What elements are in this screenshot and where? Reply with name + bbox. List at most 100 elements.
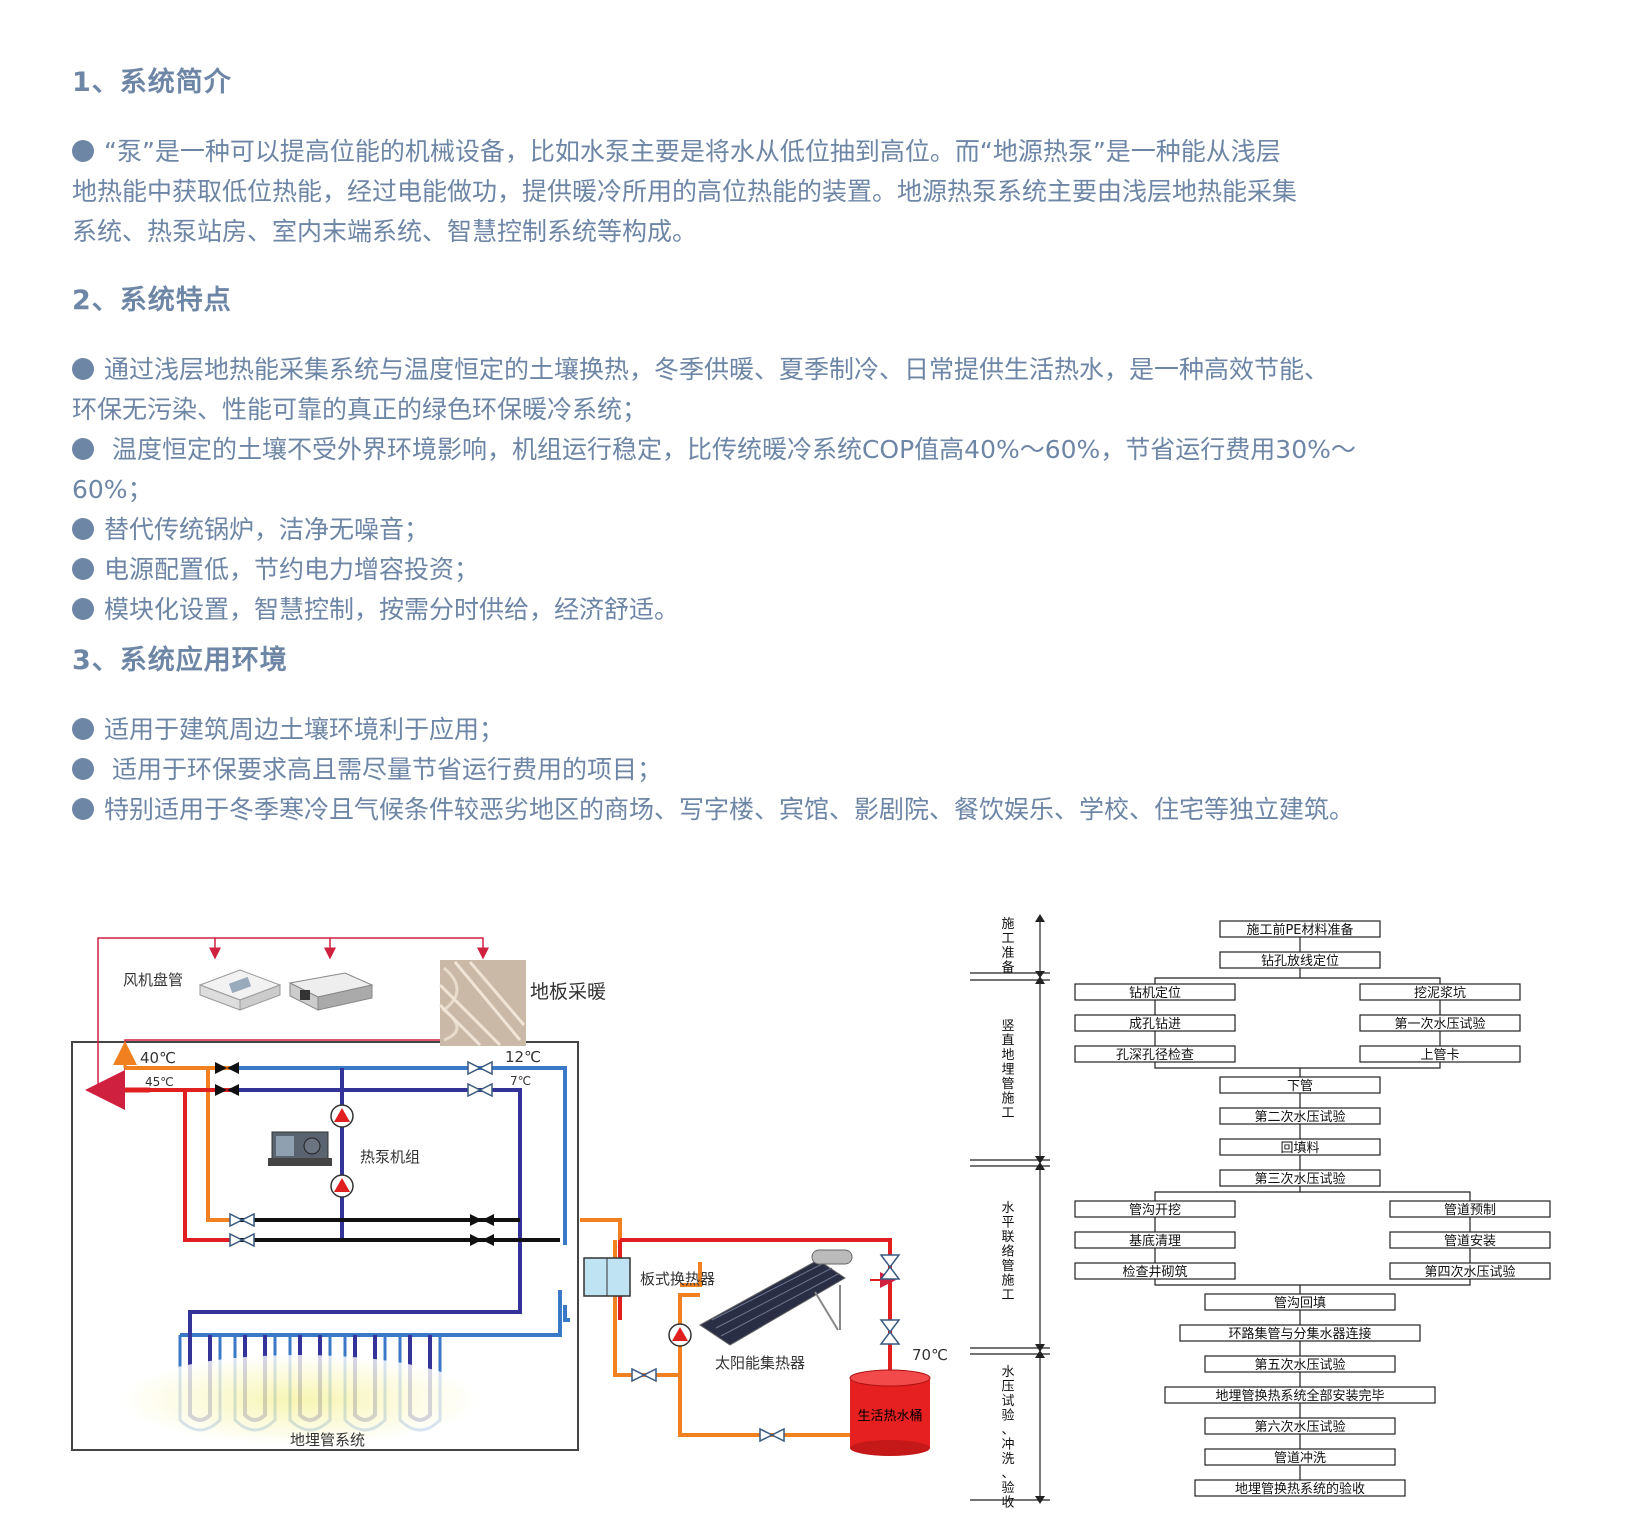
section-body-intro: “泵”是一种可以提高位能的机械设备，比如水泵主要是将水从低位抽到高位。而“地源热… [72, 132, 1512, 252]
flow-step: 下管 [1219, 1076, 1381, 1094]
temp-70-label: 70℃ [912, 1346, 948, 1364]
stage-label-test: 水压试验、冲洗、验收 [1001, 1365, 1014, 1511]
svg-text:检查井砌筑: 检查井砌筑 [1122, 1264, 1187, 1280]
open-valve-icon [229, 1060, 901, 1443]
flow-step: 钻孔放线定位 [1219, 951, 1381, 969]
temp-12-label: 12℃ [505, 1048, 541, 1066]
fan-coil-duct-icon [288, 972, 374, 1011]
floor-heating-photo-icon [438, 960, 526, 1047]
svg-text:管沟开挖: 管沟开挖 [1129, 1203, 1181, 1218]
text-line: 系统、热泵站房、室内末端系统、智慧控制系统等构成。 [72, 217, 698, 246]
section-title-features: 2、系统特点 [72, 285, 232, 316]
text-line: 温度恒定的土壤不受外界环境影响，机组运行稳定，比传统暖冷系统COP值高40%～6… [72, 430, 1512, 470]
svg-text:第三次水压试验: 第三次水压试验 [1254, 1171, 1345, 1187]
ground-soil-zone [120, 1355, 480, 1445]
flow-step: 孔深孔径检查 [1074, 1045, 1236, 1063]
svg-text:施工前PE材料准备: 施工前PE材料准备 [1246, 922, 1353, 938]
fan-coil-cassette-icon [198, 969, 282, 1011]
flow-step: 管道冲洗 [1204, 1448, 1396, 1466]
svg-text:管道预制: 管道预制 [1444, 1203, 1496, 1218]
flow-step: 检查井砌筑 [1074, 1262, 1236, 1280]
solar-label: 太阳能集热器 [715, 1354, 805, 1372]
flow-step: 第四次水压试验 [1389, 1262, 1551, 1280]
svg-text:地埋管换热系统全部安装完毕: 地埋管换热系统全部安装完毕 [1215, 1388, 1384, 1404]
valve-icon [215, 1062, 494, 1246]
flow-step: 第三次水压试验 [1219, 1169, 1381, 1187]
tank-label: 生活热水桶 [857, 1409, 922, 1424]
svg-text:钻孔放线定位: 钻孔放线定位 [1261, 954, 1339, 969]
bullet-icon [72, 798, 94, 820]
svg-text:环路集管与分集水器连接: 环路集管与分集水器连接 [1228, 1326, 1371, 1342]
bullet-icon [72, 718, 94, 740]
temp-7-label: 7℃ [510, 1074, 531, 1088]
svg-text:地埋管换热系统的验收: 地埋管换热系统的验收 [1235, 1481, 1365, 1497]
svg-text:第五次水压试验: 第五次水压试验 [1254, 1357, 1345, 1373]
hot-water-tank-icon [849, 1369, 931, 1456]
bullet-icon [72, 598, 94, 620]
svg-text:第四次水压试验: 第四次水压试验 [1424, 1264, 1515, 1280]
text-line: 适用于建筑周边土壤环境利于应用； [72, 710, 1512, 750]
svg-text:孔深孔径检查: 孔深孔径检查 [1116, 1048, 1194, 1063]
bullet-icon [72, 140, 94, 162]
heat-pump-unit-icon [268, 1131, 332, 1166]
flow-step: 地埋管换热系统全部安装完毕 [1164, 1386, 1436, 1404]
stage-label-vertical: 竖直地埋管施工 [1001, 1019, 1014, 1121]
svg-text:管道冲洗: 管道冲洗 [1274, 1451, 1326, 1466]
flow-step: 基底清理 [1074, 1231, 1236, 1249]
flow-step: 管沟回填 [1204, 1293, 1396, 1311]
flow-step: 施工前PE材料准备 [1219, 920, 1381, 938]
flow-step: 地埋管换热系统的验收 [1194, 1479, 1406, 1497]
bullet-icon [72, 438, 94, 460]
svg-text:下管: 下管 [1287, 1079, 1313, 1094]
heat-pump-label: 热泵机组 [360, 1148, 420, 1166]
text-line: 环保无污染、性能可靠的真正的绿色环保暖冷系统； [72, 395, 648, 424]
flow-step: 挖泥浆坑 [1359, 983, 1521, 1001]
ground-loop-label: 地埋管系统 [290, 1431, 365, 1449]
section-title-applications: 3、系统应用环境 [72, 645, 288, 676]
cold-return-pipes [188, 1068, 522, 1330]
stage-label-prep: 施工准备 [1001, 917, 1014, 976]
flow-step: 上管卡 [1359, 1045, 1521, 1063]
flow-step: 管道预制 [1389, 1200, 1551, 1218]
section-body-features: 通过浅层地热能采集系统与温度恒定的土壤换热，冬季供暖、夏季制冷、日常提供生活热水… [72, 350, 1512, 630]
temp-45-label: 45℃ [145, 1075, 174, 1089]
section-body-applications: 适用于建筑周边土壤环境利于应用； 适用于环保要求高且需尽量节省运行费用的项目； … [72, 710, 1512, 830]
svg-text:管道安装: 管道安装 [1444, 1234, 1496, 1249]
bullet-icon [72, 758, 94, 780]
flow-step: 第六次水压试验 [1204, 1417, 1396, 1435]
flow-step: 管道安装 [1389, 1231, 1551, 1249]
pump-icon [330, 1104, 692, 1347]
solar-collector-icon [699, 1249, 853, 1346]
bullet-icon [72, 358, 94, 380]
svg-text:第一次水压试验: 第一次水压试验 [1394, 1016, 1485, 1032]
bullet-icon [72, 558, 94, 580]
flow-step: 钻机定位 [1074, 983, 1236, 1001]
floor-heating-label: 地板采暖 [530, 981, 606, 1003]
flow-step: 回填料 [1219, 1138, 1381, 1156]
text-line: 地热能中获取低位热能，经过电能做功，提供暖冷所用的高位热能的装置。地源热泵系统主… [72, 177, 1298, 206]
svg-text:第六次水压试验: 第六次水压试验 [1254, 1419, 1345, 1435]
fan-coil-label: 风机盘管 [123, 971, 183, 989]
svg-text:回填料: 回填料 [1280, 1141, 1319, 1156]
flow-step: 成孔钻进 [1074, 1014, 1236, 1032]
text-line: 模块化设置，智慧控制，按需分时供给，经济舒适。 [72, 590, 1512, 630]
text-line: 替代传统锅炉，洁净无噪音； [72, 510, 1512, 550]
construction-flowchart: 施工准备 竖直地埋管施工 水平联络管施工 水压试验、冲洗、验收 施工前PE材料准… [970, 914, 1551, 1511]
svg-text:挖泥浆坑: 挖泥浆坑 [1414, 986, 1466, 1001]
text-line: 60%； [72, 475, 153, 504]
text-line: 通过浅层地热能采集系统与温度恒定的土壤换热，冬季供暖、夏季制冷、日常提供生活热水… [72, 350, 1512, 390]
svg-text:钻机定位: 钻机定位 [1129, 986, 1181, 1001]
svg-text:第二次水压试验: 第二次水压试验 [1254, 1109, 1345, 1125]
svg-text:成孔钻进: 成孔钻进 [1129, 1017, 1181, 1032]
building-outline [71, 1041, 579, 1451]
svg-text:上管卡: 上管卡 [1420, 1048, 1459, 1063]
stage-label-horizontal: 水平联络管施工 [1001, 1201, 1014, 1303]
system-diagram: 风机盘管 地板采暖 [71, 937, 948, 1456]
flow-step: 第一次水压试验 [1359, 1014, 1521, 1032]
cold-pipes [180, 1066, 570, 1337]
source-loop-lines [240, 1218, 560, 1242]
text-line: 特别适用于冬季寒冷且气候条件较恶劣地区的商场、写字楼、宾馆、影剧院、餐饮娱乐、学… [72, 790, 1512, 830]
svg-text:管沟回填: 管沟回填 [1274, 1296, 1326, 1311]
flow-step: 管沟开挖 [1074, 1200, 1236, 1218]
flow-step: 第五次水压试验 [1204, 1355, 1396, 1373]
